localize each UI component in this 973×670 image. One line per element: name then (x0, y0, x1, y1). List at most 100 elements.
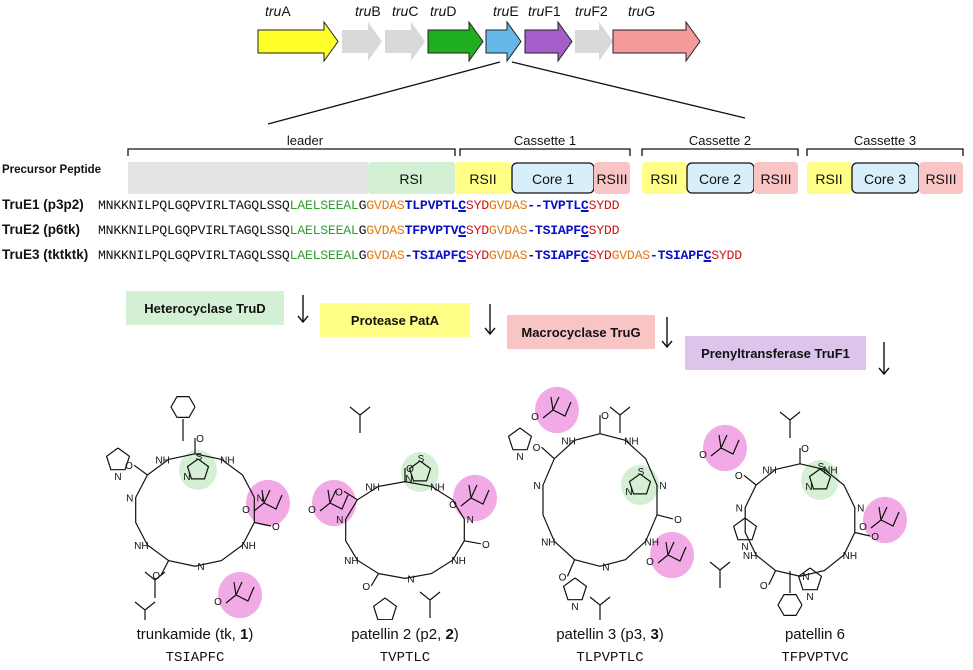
product-1-thiazoline-highlight (179, 450, 217, 490)
product-1-atom-o: O (196, 434, 204, 445)
gene-arrow-0 (257, 20, 339, 63)
enzyme-prenyltransferase: Prenyltransferase TruF1 (685, 336, 866, 370)
prenyl-bond (233, 581, 237, 596)
product-3-atom-n: N (602, 562, 609, 573)
product-2-thiazoline-ring (408, 460, 432, 482)
product-3-sequence: TLPVPTLC (576, 650, 644, 666)
prenyl-bond (319, 494, 349, 512)
prenyl-bond (263, 489, 271, 504)
product-2-ether-o-1: O (449, 500, 457, 511)
product-2-side-chain-1 (429, 591, 441, 601)
product-1-side-chain-0 (154, 571, 166, 581)
prenyl-bond (235, 581, 243, 596)
product-3-atom-n: NH (644, 537, 658, 548)
prenyl-bond (720, 434, 728, 449)
product-structures: ONHNONHNONHNONHSNOONONHNONHNONHNONHSNOON… (105, 386, 907, 620)
product-3-carbonyl (541, 446, 555, 460)
product-3-side-chain-1 (589, 596, 601, 620)
prenyl-bond (870, 511, 900, 529)
prenyl-bond (261, 489, 265, 504)
prenyl-bond (468, 484, 472, 499)
product-4-thiazoline-highlight (801, 460, 839, 500)
product-3-side-chain-0 (609, 406, 621, 433)
product-1-atom-n: NH (220, 455, 234, 466)
prenyl-bond (718, 434, 722, 449)
product-1-atom-n: NH (134, 541, 148, 552)
product-2-carbonyl (370, 573, 380, 587)
cassette-1-label: Cassette 1 (514, 133, 576, 148)
product-3-atom-n: N (659, 481, 666, 492)
precursor-peptide-map: Precursor Peptide leader Cassette 1 Cass… (2, 133, 964, 194)
product-3-carbonyl (566, 559, 576, 577)
product-4-proline-n-0: N (741, 542, 748, 553)
product-3-ether-o-0: O (531, 412, 539, 423)
product-1-atom-n: NH (241, 541, 255, 552)
product-1-atom-n: N (257, 494, 264, 505)
product-1-carbonyl (254, 521, 272, 527)
product-2-prenyl-highlight-0 (312, 479, 356, 527)
arrow-step-4 (878, 342, 890, 376)
gene-arrow-3 (427, 20, 484, 63)
product-4-atom-n: NH (843, 551, 857, 562)
zoom-line-left (267, 61, 501, 125)
product-2-proline-ring-0 (372, 597, 398, 620)
segment-rsii-1-label: RSII (469, 171, 496, 187)
product-3-atom-o: O (601, 411, 609, 422)
prenyl-bond (253, 494, 283, 512)
sequence-text: MNKKNILPQLGQPVIRLTAGQLSSQLAELSEEALGGVDAS… (98, 223, 620, 238)
product-4-atom-o: O (871, 532, 879, 543)
product-3-thiazoline-ring (628, 473, 652, 495)
product-3-atom-s: S (638, 467, 645, 478)
product-4-atom-n: N (805, 482, 812, 493)
product-4-sequence: TFPVPTVC (781, 650, 849, 666)
gene-label-1: truB (355, 3, 381, 19)
product-3-macrocycle (542, 433, 658, 567)
product-1-prenyl-highlight-0 (246, 479, 290, 527)
product-4-name: patellin 6 (784, 626, 846, 643)
cassette-2-label: Cassette 2 (689, 133, 751, 148)
segment-rsiii-2 (754, 162, 798, 194)
product-1-proline-n-0: N (114, 472, 121, 483)
product-3-ether-o-1: O (646, 557, 654, 568)
product-3-atom-n: N (625, 487, 632, 498)
product-3-side-chain-0 (619, 406, 631, 416)
product-1-macrocycle (135, 453, 255, 567)
leader-label: leader (287, 133, 324, 148)
product-1-atom-n: N (197, 562, 204, 573)
gene-label-3: truD (430, 3, 456, 19)
gene-label-6: truF2 (575, 3, 608, 19)
product-2-prenyl-highlight-1 (453, 474, 497, 522)
segment-rsii-2-label: RSII (650, 171, 677, 187)
prenyl-bond (880, 506, 888, 521)
product-4-phenyl-ring (777, 594, 803, 616)
product-4-atom-n: N (736, 504, 743, 515)
product-3-atom-n: NH (561, 436, 575, 447)
product-2-atom-s: S (418, 454, 425, 465)
product-4-prenyl-highlight-1 (863, 496, 907, 544)
product-4-atom-n: NH (762, 465, 776, 476)
segment-rsiii-2-label: RSIII (760, 171, 791, 187)
product-2-side-chain-0 (349, 406, 361, 433)
bracket-leader (127, 148, 456, 156)
enzyme-protease: Protease PatA (320, 303, 470, 337)
product-4-proline-n-1: N (806, 592, 813, 603)
enzyme-heterocyclase: Heterocyclase TruD (126, 291, 284, 325)
product-4-atom-o: O (735, 471, 743, 482)
product-2-macrocycle (345, 481, 465, 580)
product-2-atom-o: O (362, 582, 370, 593)
prenyl-bond (710, 439, 740, 457)
product-4-atom-s: S (818, 462, 825, 473)
product-4-side-chain-0 (789, 411, 801, 421)
prenyl-bond (327, 489, 331, 504)
arrow-step-3 (661, 317, 673, 349)
product-2-name: patellin 2 (p2, 2) (351, 626, 459, 643)
product-3-proline-n-1: N (571, 602, 578, 613)
prenyl-bond (542, 401, 572, 419)
product-4-ether-o-1: O (859, 522, 867, 533)
product-3-atom-o: O (674, 515, 682, 526)
product-1-atom-s: S (196, 452, 203, 463)
product-3-proline-n-0: N (516, 452, 523, 463)
prenyl-bond (225, 586, 255, 604)
product-4-atom-n: NH (743, 551, 757, 562)
